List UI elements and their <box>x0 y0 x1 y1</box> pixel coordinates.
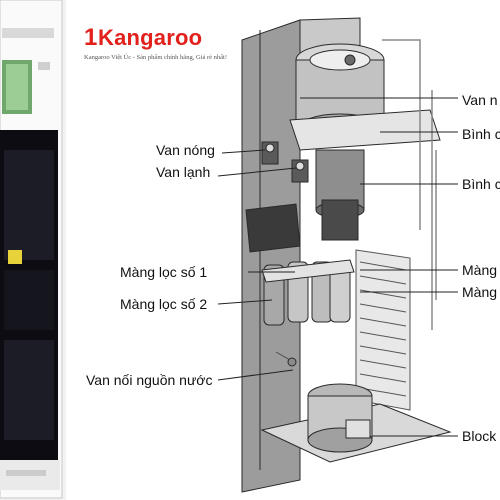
faucet-hot <box>261 141 279 165</box>
label-van-lanh: Van lạnh <box>156 164 211 180</box>
dispenser-photo <box>0 0 66 500</box>
label-right-van: Van n <box>462 92 498 108</box>
filter-cartridges <box>261 259 355 326</box>
condenser-coil <box>355 249 411 411</box>
brand-logo: 1 Kangaroo <box>84 24 244 51</box>
label-mang-loc-so-1: Màng lọc số 1 <box>120 264 208 280</box>
kangaroo-logo-icon: 1 <box>84 24 98 51</box>
label-right-block: Block <box>462 428 497 444</box>
label-van-nong: Van nóng <box>156 142 215 158</box>
label-right-mang-2: Màng <box>462 284 498 300</box>
compressor <box>307 383 373 453</box>
label-right-mang-1: Màng <box>462 262 498 278</box>
faucet-cold <box>291 159 309 183</box>
flow-arrows <box>382 39 437 330</box>
label-right-binh-2: Bình c <box>462 176 500 192</box>
label-van-noi-nguon-nuoc: Van nối nguồn nước <box>86 372 213 388</box>
brand-tagline: Kangaroo Việt Úc - Sản phẩm chính hãng, … <box>84 54 227 61</box>
label-right-binh-1: Bình c <box>462 126 500 142</box>
label-mang-loc-so-2: Màng lọc số 2 <box>120 296 208 312</box>
brand-name: Kangaroo <box>98 25 203 50</box>
cutaway-illustration <box>241 17 452 493</box>
leader-lines <box>217 97 458 437</box>
